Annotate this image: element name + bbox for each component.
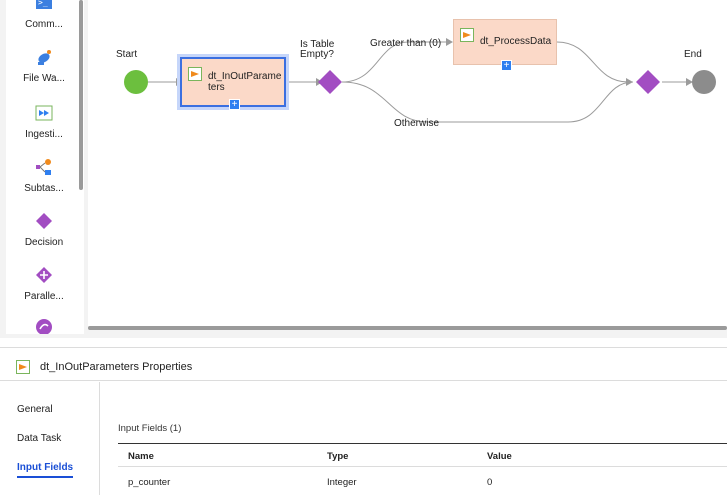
field-name: p_counter	[128, 477, 171, 488]
branch-otherwise-label: Otherwise	[394, 118, 440, 129]
end-label: End	[684, 49, 702, 60]
start-label: Start	[116, 49, 138, 60]
palette-item-command[interactable]: >_ Comm...	[6, 0, 82, 30]
task-label: dt_ProcessData	[480, 36, 552, 47]
tab-data-task[interactable]: Data Task	[17, 433, 62, 444]
start-node	[124, 70, 148, 94]
field-value[interactable]: 0	[487, 477, 493, 488]
palette-item-label: Paralle...	[24, 291, 64, 302]
task-dt-processdata[interactable]: dt_ProcessData	[453, 19, 557, 71]
column-header-value: Value	[487, 451, 512, 462]
properties-title: dt_InOutParameters Properties	[40, 361, 193, 373]
jump-icon	[35, 318, 53, 334]
palette-item-label: Comm...	[25, 19, 63, 30]
end-node	[692, 70, 716, 94]
properties-header: dt_InOutParameters Properties	[0, 347, 727, 381]
column-header-type: Type	[327, 451, 349, 462]
data-task-icon	[16, 360, 30, 374]
decision-label: Is Table Empty?	[300, 39, 335, 60]
decision-icon	[35, 212, 53, 230]
tab-input-fields[interactable]: Input Fields	[17, 462, 74, 478]
palette-item-jump[interactable]	[6, 318, 82, 334]
command-icon: >_	[35, 0, 53, 12]
merge-node	[636, 70, 660, 94]
palette-item-decision[interactable]: Decision	[6, 212, 82, 248]
palette-item-parallel-paths[interactable]: Paralle...	[6, 266, 82, 302]
palette-scrollbar[interactable]	[79, 0, 83, 190]
add-step-button[interactable]	[501, 60, 512, 71]
canvas-scrollbar[interactable]	[88, 326, 727, 330]
flow-connectors	[124, 38, 716, 123]
palette-item-label: File Wa...	[23, 73, 65, 84]
branch-condition-label: Greater than (0)	[370, 38, 442, 49]
palette-item-ingestion[interactable]: Ingesti...	[6, 104, 82, 140]
step-palette: >_ Comm... File Wa... Ingesti... Subtas.…	[6, 0, 84, 334]
decision-node	[318, 70, 342, 94]
palette-item-file-watch[interactable]: File Wa...	[6, 48, 82, 84]
ingestion-icon	[35, 104, 53, 122]
data-task-icon	[188, 67, 202, 81]
file-watch-icon	[35, 48, 53, 66]
subtask-icon	[35, 158, 53, 176]
designer-area: >_ Comm... File Wa... Ingesti... Subtas.…	[0, 0, 727, 338]
add-step-button[interactable]	[229, 99, 240, 110]
palette-item-subtask[interactable]: Subtas...	[6, 158, 82, 194]
input-fields-header: Name Type Value	[118, 443, 727, 467]
field-type: Integer	[327, 477, 357, 488]
column-header-name: Name	[128, 451, 154, 462]
tab-general[interactable]: General	[17, 404, 53, 415]
flow-canvas[interactable]: Start End Is Table Empty? Greater than (…	[88, 0, 727, 326]
input-fields-title: Input Fields (1)	[118, 423, 182, 434]
parallel-paths-icon	[35, 266, 53, 284]
svg-text:>_: >_	[38, 0, 48, 7]
data-task-icon	[460, 28, 474, 42]
palette-item-label: Subtas...	[24, 183, 64, 194]
task-dt-inoutparameters[interactable]: dt_InOutParame ters	[180, 57, 286, 110]
palette-item-label: Decision	[24, 237, 64, 248]
table-row[interactable]: p_counter Integer 0	[118, 470, 727, 494]
task-label: dt_InOutParame ters	[208, 71, 282, 93]
properties-tabs: General Data Task Input Fields	[0, 382, 100, 495]
palette-item-label: Ingesti...	[25, 129, 63, 140]
